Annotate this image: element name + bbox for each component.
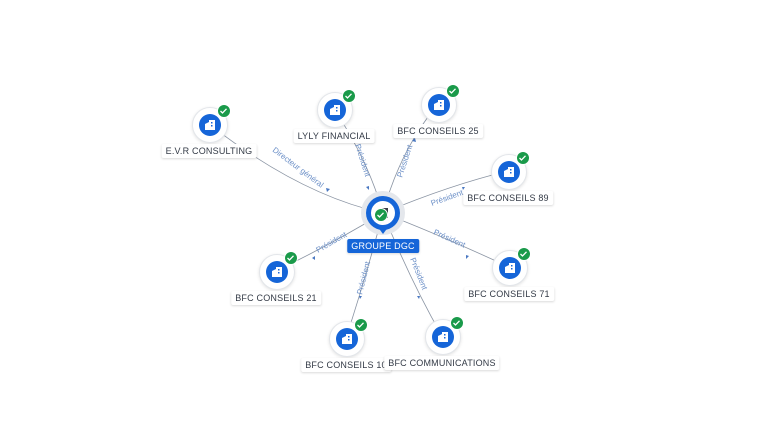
building-icon bbox=[498, 161, 520, 183]
building-icon bbox=[499, 257, 521, 279]
verified-check-icon bbox=[516, 151, 530, 165]
verified-check-icon bbox=[450, 316, 464, 330]
edge-label: Président bbox=[395, 143, 414, 179]
verified-check-icon bbox=[446, 84, 460, 98]
building-icon bbox=[266, 261, 288, 283]
pin-tip bbox=[377, 226, 389, 234]
building-icon bbox=[324, 99, 346, 121]
verified-check-icon bbox=[374, 208, 388, 222]
node-label: BFC CONSEILS 89 bbox=[463, 191, 553, 205]
edge-label: Président bbox=[353, 143, 372, 179]
node-label: E.V.R CONSULTING bbox=[161, 144, 257, 158]
verified-check-icon bbox=[354, 318, 368, 332]
edge-label: Président bbox=[355, 260, 372, 296]
node-label: BFC CONSEILS 10 bbox=[301, 358, 391, 372]
building-icon bbox=[432, 326, 454, 348]
edge-label: Président bbox=[408, 256, 429, 291]
edge-label: Président bbox=[432, 228, 467, 250]
building-icon bbox=[199, 114, 221, 136]
verified-check-icon bbox=[342, 89, 356, 103]
node-label: BFC CONSEILS 25 bbox=[393, 124, 483, 138]
edge-label: Président bbox=[430, 188, 466, 208]
edge-label: Président bbox=[315, 230, 349, 255]
verified-check-icon bbox=[217, 104, 231, 118]
building-icon bbox=[428, 94, 450, 116]
edge-label: Directeur général bbox=[271, 145, 326, 189]
node-label: BFC CONSEILS 71 bbox=[464, 287, 554, 301]
building-icon bbox=[336, 328, 358, 350]
node-label: BFC CONSEILS 21 bbox=[231, 291, 321, 305]
node-label: GROUPE DGC bbox=[347, 239, 419, 253]
verified-check-icon bbox=[517, 247, 531, 261]
verified-check-icon bbox=[284, 251, 298, 265]
node-label: BFC COMMUNICATIONS bbox=[384, 356, 500, 370]
node-label: LYLY FINANCIAL bbox=[293, 129, 375, 143]
